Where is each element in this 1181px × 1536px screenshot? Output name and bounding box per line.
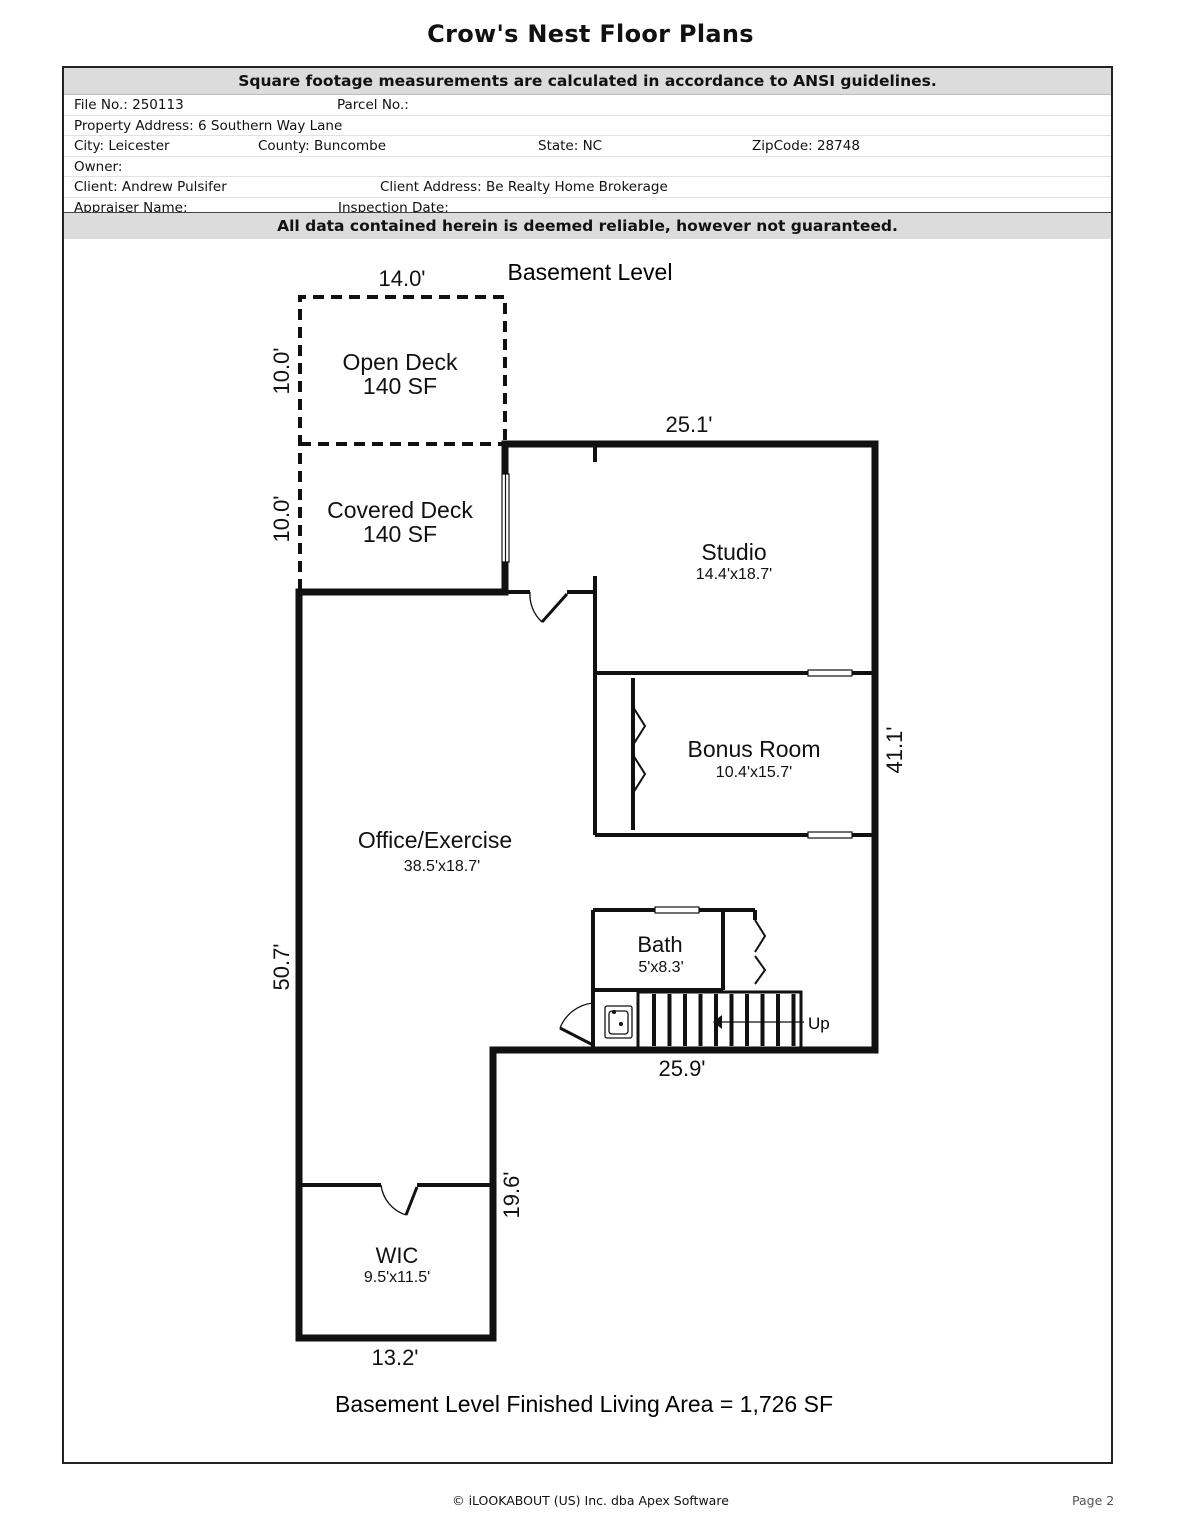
bifold-doors xyxy=(632,706,767,985)
room-name: Bath xyxy=(637,932,682,957)
info-row: File No.: 250113 Parcel No.: xyxy=(64,95,1111,116)
room-size: 10.4'x15.7' xyxy=(716,764,792,781)
inspection-date: Inspection Date: xyxy=(338,199,449,216)
windows xyxy=(501,473,853,914)
sink-icon xyxy=(604,1005,633,1039)
client-address: Client Address: Be Realty Home Brokerage xyxy=(380,179,668,195)
room-size: 38.5'x18.7' xyxy=(404,858,480,875)
page-number: Page 2 xyxy=(1072,1493,1115,1508)
copyright: © iLOOKABOUT (US) Inc. dba Apex Software xyxy=(452,1493,729,1508)
room-size: 9.5'x11.5' xyxy=(364,1269,430,1286)
dimension-label: 50.7' xyxy=(269,943,294,990)
info-row: Property Address: 6 Southern Way Lane xyxy=(64,116,1111,136)
info-row: City: Leicester County: Buncombe State: … xyxy=(64,136,1111,157)
room-name: Office/Exercise xyxy=(358,827,512,853)
dimension-label: 10.0' xyxy=(269,495,294,542)
county: County: Buncombe xyxy=(258,138,387,154)
door-swings xyxy=(380,591,594,1216)
info-row: Client: Andrew Pulsifer Client Address: … xyxy=(64,177,1111,198)
dimension-label: 13.2' xyxy=(371,1345,418,1370)
property-info-table: File No.: 250113 Parcel No.: Property Ad… xyxy=(64,95,1111,217)
room-name: WIC xyxy=(376,1243,419,1268)
page-title: Crow's Nest Floor Plans xyxy=(427,20,754,48)
room-size: 14.4'x18.7' xyxy=(696,566,772,583)
state: State: NC xyxy=(538,138,603,154)
level-label: Basement Level xyxy=(508,259,673,285)
room-name: Studio xyxy=(701,539,766,565)
room-size: 5'x8.3' xyxy=(638,959,683,976)
property-address: Property Address: 6 Southern Way Lane xyxy=(74,117,343,134)
parcel-number: Parcel No.: xyxy=(337,97,409,113)
room-area: 140 SF xyxy=(363,373,437,399)
room-name: Covered Deck xyxy=(327,497,473,523)
dimension-label: 14.0' xyxy=(378,266,425,291)
appraiser-name: Appraiser Name: xyxy=(74,199,188,216)
client: Client: Andrew Pulsifer xyxy=(74,179,227,195)
room-name: Open Deck xyxy=(342,349,458,375)
floor-plan-frame: Square footage measurements are calculat… xyxy=(62,66,1113,1464)
dimension-label: 10.0' xyxy=(269,347,294,394)
area-summary: Basement Level Finished Living Area = 1,… xyxy=(335,1391,833,1417)
owner: Owner: xyxy=(74,158,123,175)
info-row: Appraiser Name: Inspection Date: xyxy=(64,198,1111,218)
dimension-label: 19.6' xyxy=(499,1171,524,1218)
info-row: Owner: xyxy=(64,157,1111,177)
stairs-up-label: Up xyxy=(808,1014,830,1033)
city: City: Leicester xyxy=(74,138,170,154)
ansi-note: Square footage measurements are calculat… xyxy=(64,68,1111,95)
file-number: File No.: 250113 xyxy=(74,97,184,113)
dimension-label: 25.1' xyxy=(665,412,712,437)
dimension-label: 25.9' xyxy=(658,1056,705,1081)
zipcode: ZipCode: 28748 xyxy=(752,138,860,154)
room-name: Bonus Room xyxy=(688,736,821,762)
room-area: 140 SF xyxy=(363,521,437,547)
exterior-walls xyxy=(295,440,879,1342)
dimension-label: 41.1' xyxy=(882,726,907,773)
interior-walls xyxy=(299,444,875,1187)
disclaimer: All data contained herein is deemed reli… xyxy=(64,212,1111,239)
stairs xyxy=(636,990,804,1050)
deck-outline xyxy=(298,295,507,590)
